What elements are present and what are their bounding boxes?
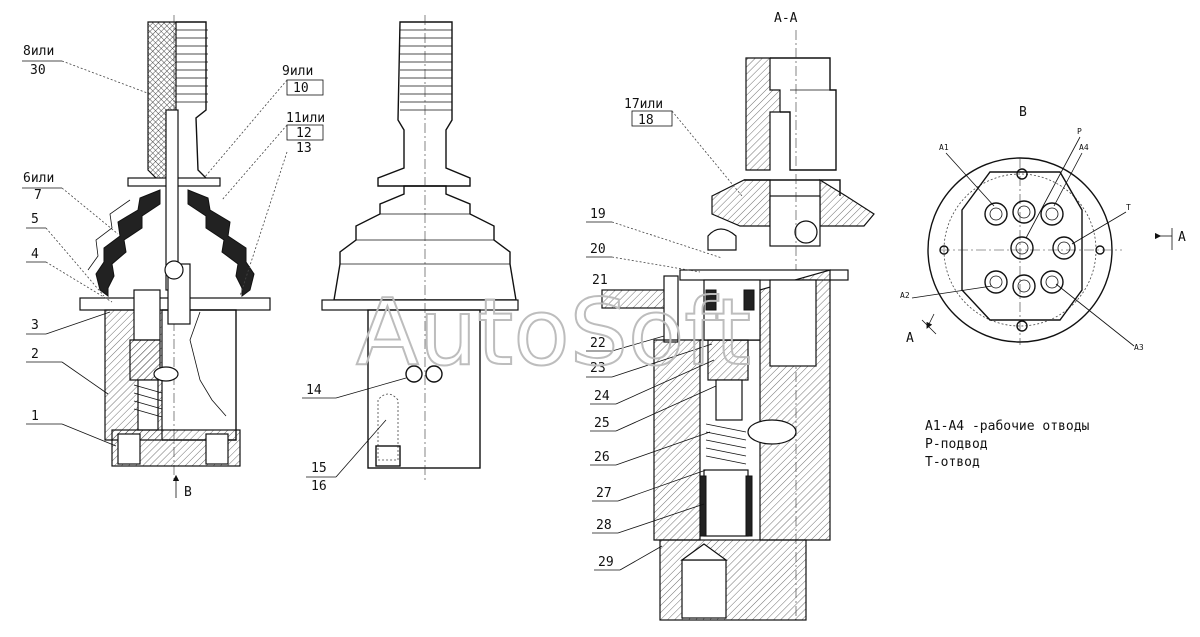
callout-8: 8или [23,44,54,59]
callout-24: 24 [594,389,610,404]
legend-line-3: Т-отвод [925,455,980,470]
legend: А1-А4 -рабочие отводы Р-подвод Т-отвод [925,419,1090,470]
callout-17: 17или [624,97,663,112]
left-callouts: 8или 30 9или 10 11или 12 13 6или 7 5 4 3… [22,44,325,500]
callout-16: 16 [311,479,327,494]
port-label-p: P [1077,127,1082,136]
callout-15: 15 [311,461,327,476]
callout-23: 23 [590,361,606,376]
callout-25: 25 [594,416,610,431]
callout-29: 29 [598,555,614,570]
legend-line-1: А1-А4 -рабочие отводы [925,419,1090,434]
port-label-a2: A2 [900,291,910,300]
section-a-a-view: А-А [601,11,875,621]
callout-3: 3 [31,318,39,333]
port-label-t: T [1126,203,1131,212]
callout-4: 4 [31,247,39,262]
arrow-b-label: В [184,485,192,500]
view-b-title: В [1019,105,1027,120]
callout-19: 19 [590,207,606,222]
callout-2: 2 [31,347,39,362]
callout-7: 7 [34,188,42,203]
callout-26: 26 [594,450,610,465]
callout-10: 10 [293,81,309,96]
port-holes [939,168,1105,332]
middle-callouts: 14 15 16 [302,377,407,494]
section-title: А-А [774,11,798,26]
section-arrow-left-label: А [906,331,914,346]
callout-12: 12 [296,126,312,141]
callout-28: 28 [596,518,612,533]
callout-1: 1 [31,409,39,424]
port-label-a3: A3 [1134,343,1144,352]
callout-21: 21 [592,273,608,288]
port-label-a4: A4 [1079,143,1089,152]
callout-18: 18 [638,113,654,128]
left-sectional-view [79,15,271,480]
callout-11: 11или [286,111,325,126]
callout-6: 6или [23,171,54,186]
callout-22: 22 [590,336,606,351]
callout-30: 30 [30,63,46,78]
callout-9: 9или [282,64,313,79]
section-arrow-right-label: А [1178,230,1186,245]
callout-20: 20 [590,242,606,257]
boot-bellows-left [95,189,161,297]
middle-exterior-view [321,15,519,480]
callout-14: 14 [306,383,322,398]
section-callouts: 17или 18 19 20 21 22 23 24 25 26 27 28 2… [586,97,743,571]
callout-27: 27 [596,486,612,501]
legend-line-2: Р-подвод [925,437,988,452]
view-b-port-layout: В A1 P A4 T A2 A3 [900,105,1186,352]
watermark: AutoSoft [356,279,751,386]
callout-13: 13 [296,141,312,156]
callout-5: 5 [31,212,39,227]
port-label-a1: A1 [939,143,949,152]
